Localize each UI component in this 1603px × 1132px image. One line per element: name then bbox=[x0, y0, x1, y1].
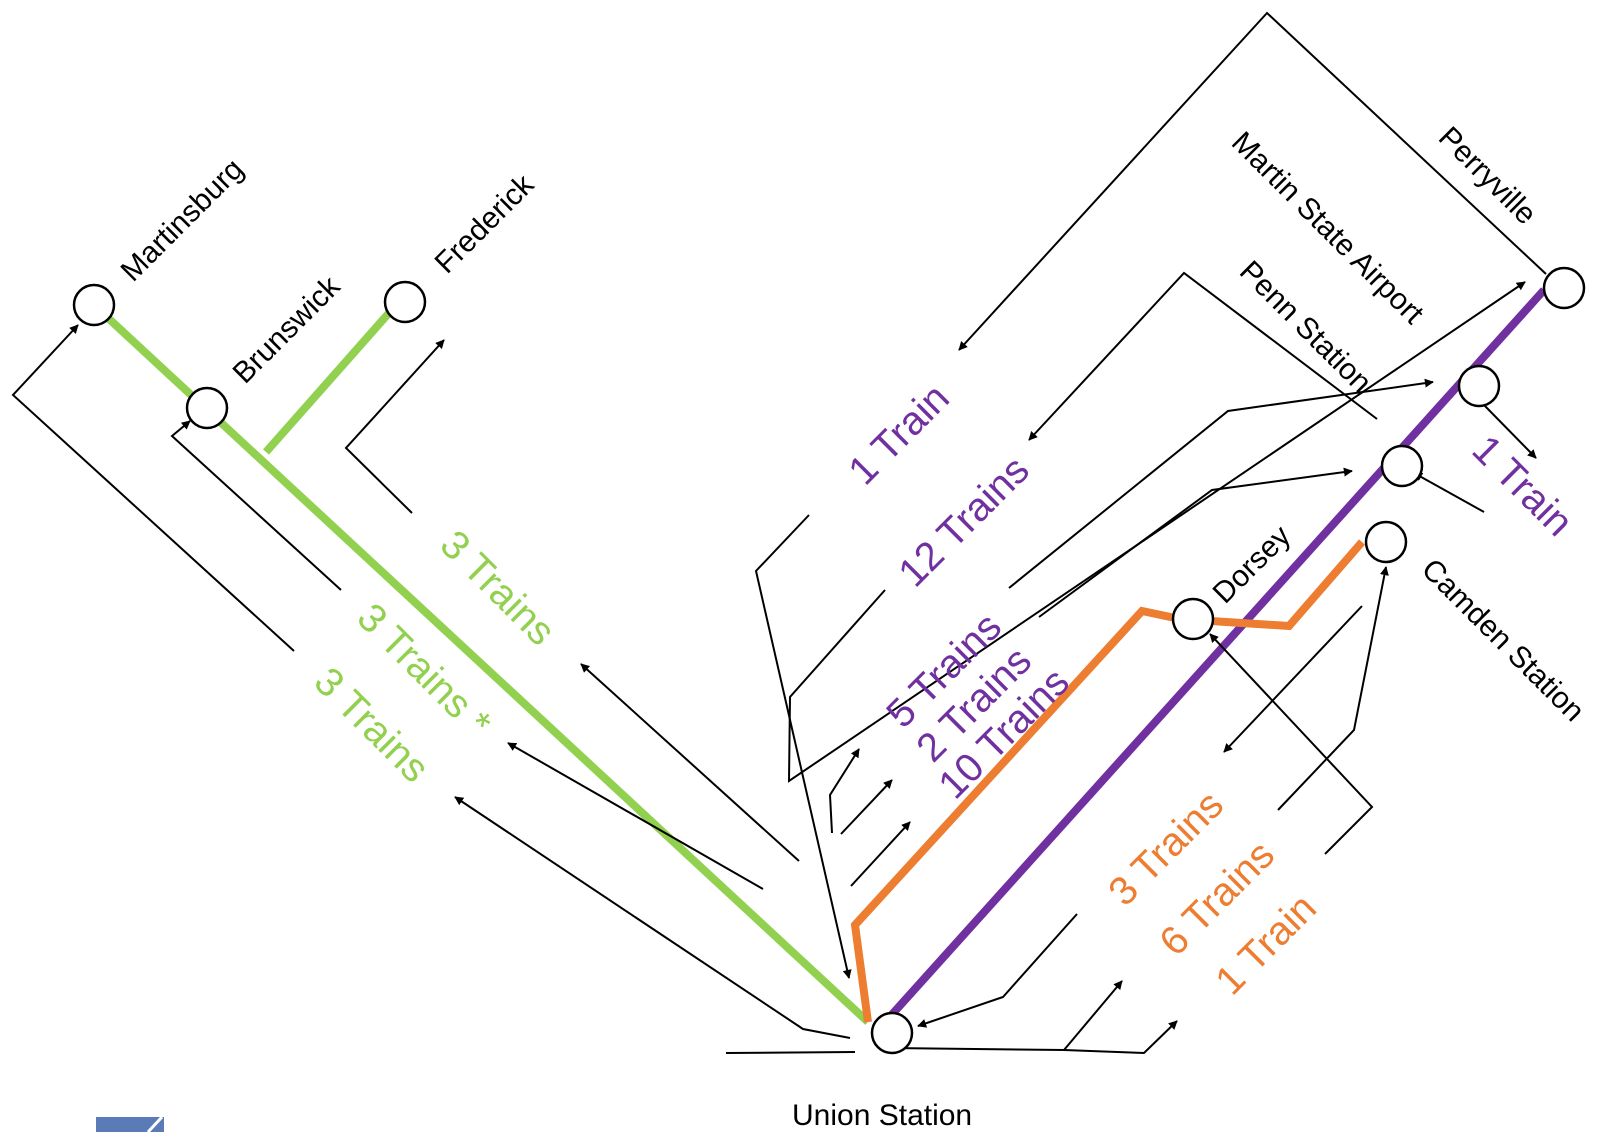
station-label-martinsburg: Martinsburg bbox=[115, 153, 250, 288]
connector-union-right-c bbox=[1063, 1020, 1178, 1055]
station-label-camden-station: Camden Station bbox=[1415, 553, 1590, 728]
camden-line bbox=[850, 539, 1366, 1023]
connector-penn-out-b bbox=[1038, 467, 1353, 618]
station-label-dorsey: Dorsey bbox=[1207, 519, 1298, 610]
station-node-martin-state-airport bbox=[1457, 364, 1501, 408]
connector-dorsey-to-union bbox=[917, 913, 1078, 1028]
train-count-martin-state-airport: 12 Trains bbox=[890, 448, 1037, 595]
green-connectors bbox=[11, 324, 856, 1054]
brunswick-line bbox=[91, 302, 871, 1025]
station-node-dorsey bbox=[1171, 597, 1215, 641]
station-node-camden-station bbox=[1364, 520, 1408, 564]
penn-line bbox=[884, 287, 1547, 1023]
orange-connectors bbox=[886, 566, 1389, 1055]
connector-msa-to-union bbox=[1028, 271, 1378, 441]
station-label-brunswick: Brunswick bbox=[227, 269, 348, 390]
station-label-union-station: Union Station bbox=[792, 1099, 972, 1132]
connector-msa-to-penn bbox=[1483, 404, 1537, 459]
logo-mark bbox=[96, 1115, 164, 1132]
connector-penn-from-msa bbox=[1413, 472, 1485, 513]
connector-frederick-to-union bbox=[344, 339, 445, 514]
station-node-perryville bbox=[1542, 266, 1586, 310]
connector-perryville-to-union bbox=[958, 11, 1547, 351]
connector-union-right-a bbox=[1223, 605, 1363, 753]
station-node-martinsburg bbox=[72, 283, 116, 327]
connector-union-to-perryville bbox=[754, 514, 852, 979]
connector-camden-to-union bbox=[1277, 566, 1389, 811]
station-node-penn-station bbox=[1380, 444, 1424, 488]
station-node-frederick bbox=[383, 280, 427, 324]
connector-frederick-from-union bbox=[580, 663, 800, 862]
connector-union-up-c bbox=[850, 821, 911, 887]
station-label-perryville: Perryville bbox=[1432, 121, 1543, 232]
connector-penn-out-a bbox=[1008, 378, 1434, 589]
connector-union-up-a bbox=[828, 748, 860, 834]
station-node-brunswick bbox=[185, 386, 229, 430]
purple-connectors bbox=[754, 11, 1547, 979]
connector-martinsburg-to-union bbox=[11, 324, 295, 652]
station-node-union-station bbox=[870, 1011, 914, 1055]
connector-union-to-dorsey bbox=[1209, 633, 1374, 855]
connector-martinsburg-from-union bbox=[454, 796, 851, 1039]
connector-union-left-base bbox=[725, 1051, 856, 1054]
connector-union-up-b bbox=[840, 779, 893, 835]
connector-brunswick-from-union bbox=[507, 742, 764, 890]
connector-brunswick-to-union bbox=[170, 420, 342, 591]
train-count-perryville: 1 Train bbox=[840, 376, 958, 494]
frederick-branch-line bbox=[263, 302, 399, 455]
connector-union-right-b bbox=[886, 980, 1123, 1052]
station-label-frederick: Frederick bbox=[429, 168, 541, 280]
